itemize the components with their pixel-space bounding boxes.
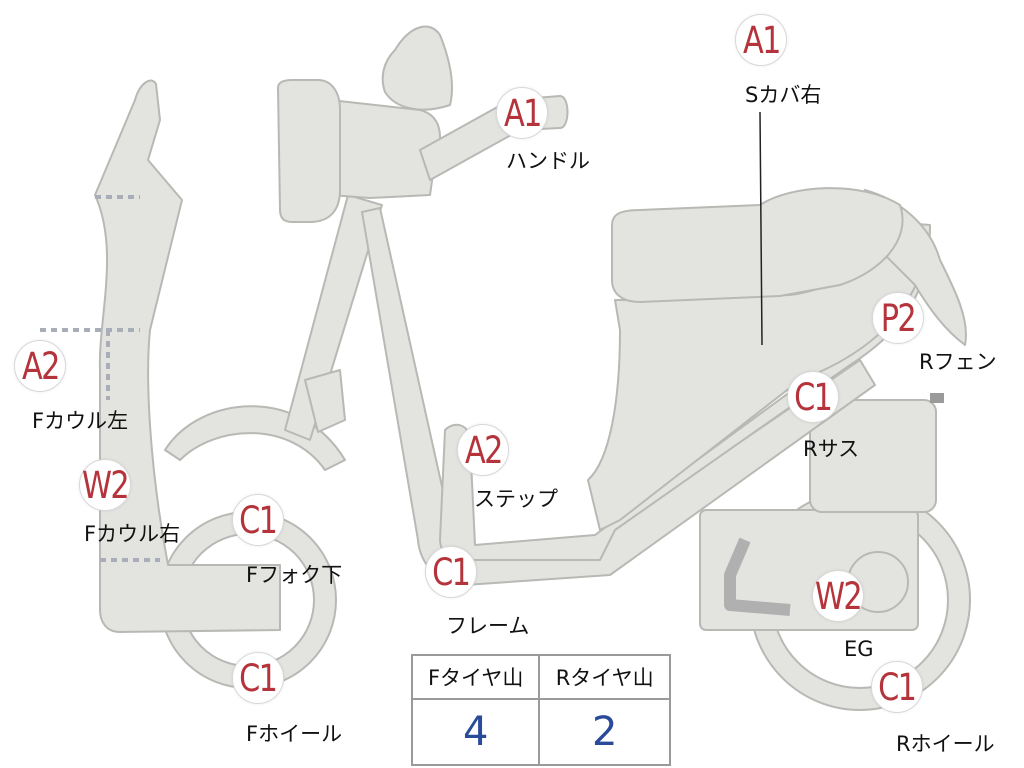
marker-code: A1 [735, 14, 787, 66]
marker-label: Fホイール [246, 722, 343, 746]
marker-code: W2 [79, 459, 131, 511]
marker-code: W2 [812, 570, 864, 622]
marker-label: フレーム [446, 614, 530, 638]
marker-label: EG [844, 637, 874, 661]
marker-label: Sカバ右 [745, 83, 822, 107]
marker-code: C1 [787, 371, 839, 423]
marker-code: P2 [872, 292, 924, 344]
mirror [381, 25, 453, 111]
marker-label: Rフェン [919, 350, 997, 374]
headlight-housing [329, 99, 441, 199]
marker-code: C1 [232, 652, 284, 704]
front-tire-header: Fタイヤ山 [410, 654, 541, 700]
headlight [277, 79, 341, 223]
front-cowl [94, 79, 281, 633]
rear-shock [809, 399, 937, 513]
seat [611, 187, 904, 303]
marker-code: C1 [871, 661, 923, 713]
marker-code: C1 [425, 546, 477, 598]
marker-code: A1 [496, 87, 548, 139]
marker-label: ステップ [474, 487, 558, 511]
marker-label: Rホイール [896, 732, 995, 756]
marker-code: C1 [232, 494, 284, 546]
front-tire-value: 4 [410, 698, 541, 766]
marker-label: Rサス [803, 437, 860, 461]
marker-label: Fカウル右 [84, 522, 181, 546]
leader-line [759, 111, 763, 346]
marker-label: Fフォク下 [246, 563, 343, 587]
marker-label: ハンドル [506, 149, 590, 173]
rear-tire-value: 2 [538, 698, 671, 766]
marker-label: Fカウル左 [32, 409, 129, 433]
cowl-seams [40, 195, 160, 562]
marker-code: A2 [14, 340, 66, 392]
marker-code: A2 [457, 424, 509, 476]
fork-bracket [304, 369, 346, 433]
tire-tread-table: Fタイヤ山 Rタイヤ山 4 2 [410, 654, 671, 766]
rear-tire-header: Rタイヤ山 [538, 654, 671, 700]
exhaust-pipe [724, 537, 791, 616]
